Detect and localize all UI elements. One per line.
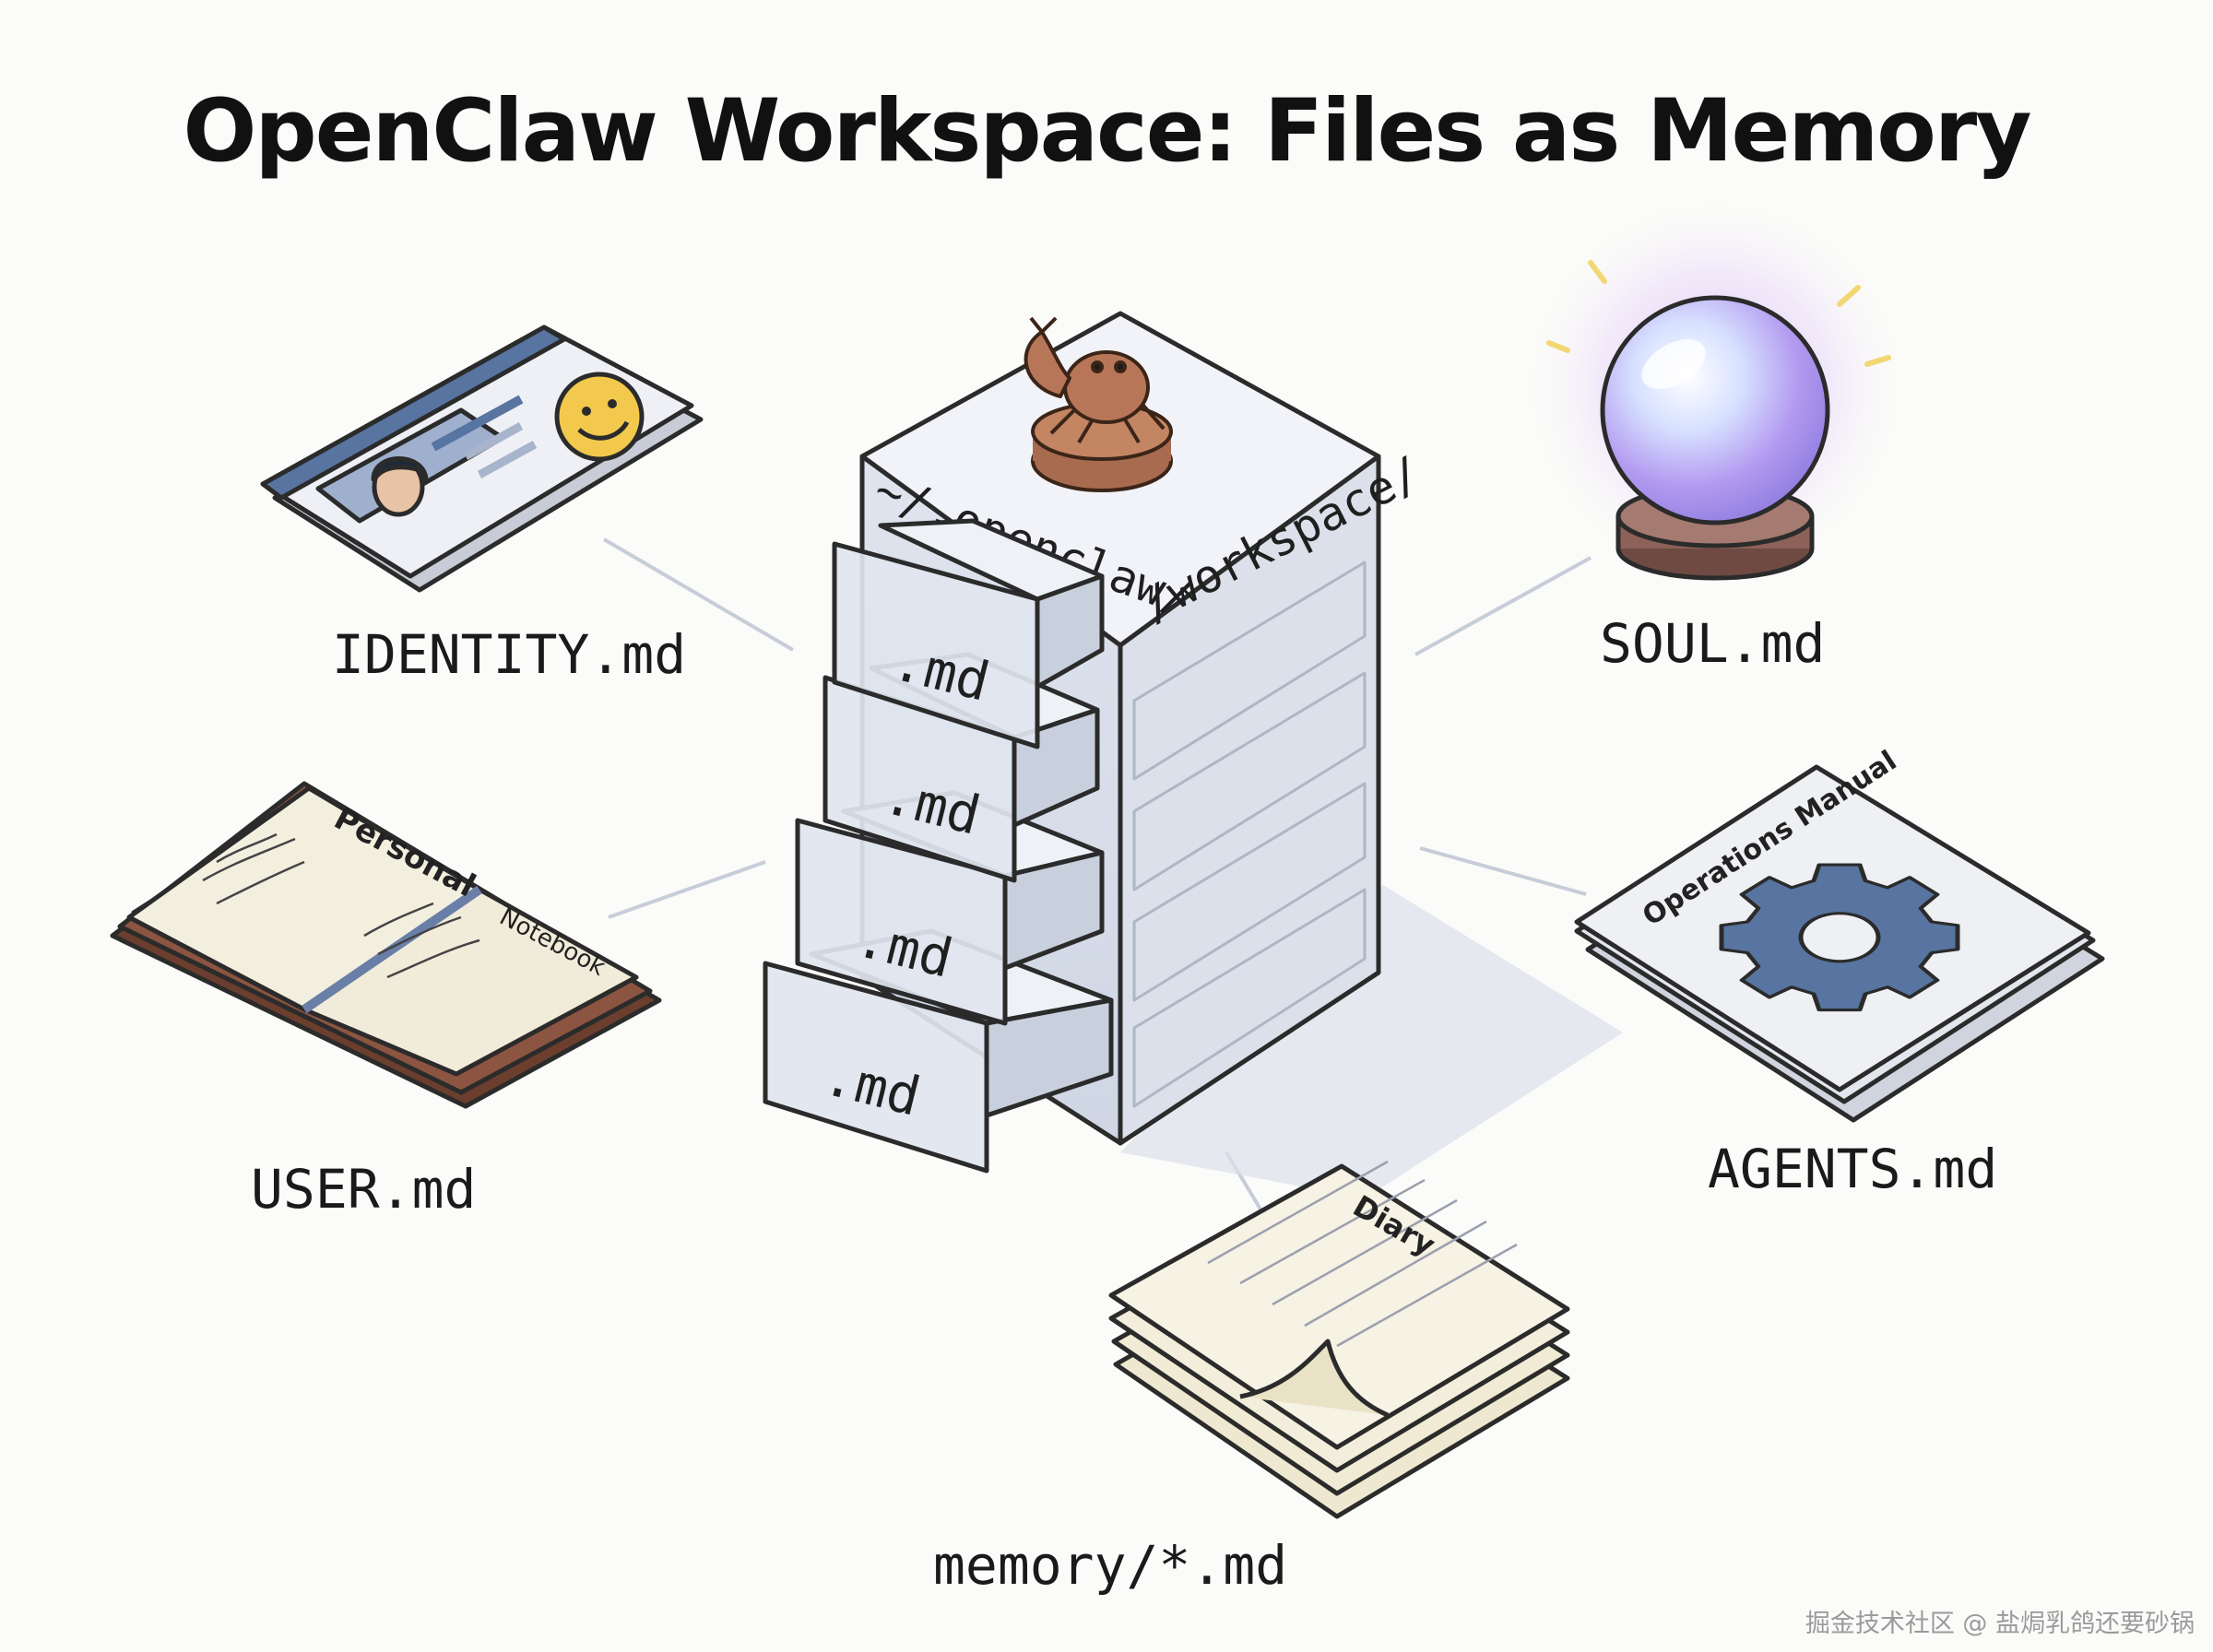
drawer-1[interactable]: .md xyxy=(832,518,1105,749)
id-card-icon xyxy=(260,324,704,593)
watermark: 掘金技术社区 @ 盐焗乳鸽还要砂锅 xyxy=(1805,1610,2195,1638)
crystal-ball-icon xyxy=(1521,194,1909,581)
soul-label: SOUL.md xyxy=(1600,612,1826,675)
manual-gear-icon: Operations Manual xyxy=(1574,745,2105,1123)
memory-label: memory/*.md xyxy=(933,1534,1288,1597)
identity-label: IDENTITY.md xyxy=(332,623,687,686)
diary-pages-icon: Diary xyxy=(1108,1160,1570,1519)
crab-mascot-icon xyxy=(1024,316,1173,492)
notebook-icon: Personal Notebook xyxy=(110,781,662,1109)
cabinet-shadow xyxy=(1120,885,1623,1198)
agents-label: AGENTS.md xyxy=(1708,1138,1998,1200)
page-title: OpenClaw Workspace: Files as Memory xyxy=(183,81,2032,182)
connector-lines xyxy=(602,537,1592,1223)
user-label: USER.md xyxy=(251,1158,477,1221)
